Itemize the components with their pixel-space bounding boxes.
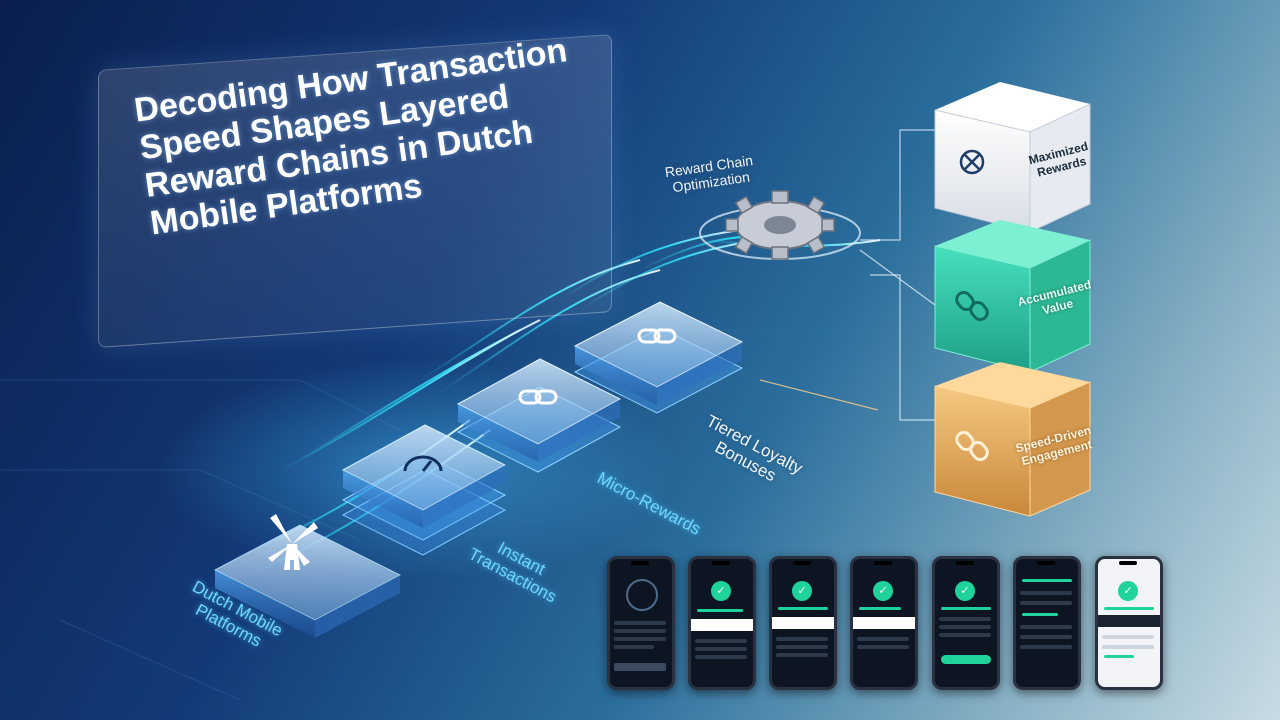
connector-lines (760, 130, 935, 420)
phone-mockup-7: ✓ (1095, 556, 1163, 690)
phone-mockup-3: ✓ (769, 556, 837, 690)
phone-mockup-6 (1013, 556, 1081, 690)
phone-mockup-4: ✓ (850, 556, 918, 690)
phone-mockup-2: ✓ (688, 556, 756, 690)
phone-mockup-1 (607, 556, 675, 690)
gear-icon (700, 191, 860, 259)
phone-mockup-5: ✓ (932, 556, 1000, 690)
